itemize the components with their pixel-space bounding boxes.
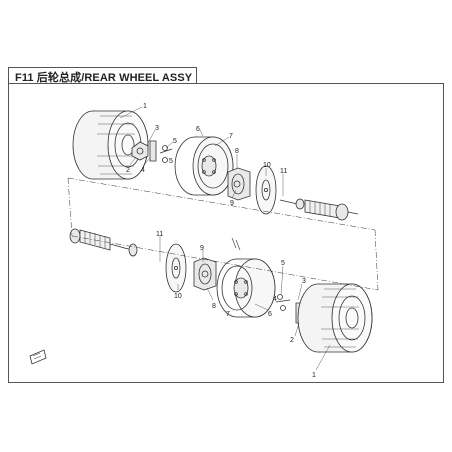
axle-lower xyxy=(69,228,138,257)
rim-upper xyxy=(174,136,234,196)
wheel-hub-upper xyxy=(227,167,251,201)
wheel-hub-lower xyxy=(193,257,217,291)
callout-6-lower: 6 xyxy=(268,311,272,318)
callout-2-lower: 2 xyxy=(290,337,294,344)
callout-4-upper: 4 xyxy=(141,167,145,174)
callout-4-lower: 4 xyxy=(273,296,277,303)
callout-7-lower: 7 xyxy=(226,311,230,318)
callout-11-upper: 11 xyxy=(280,168,287,175)
alignment-lines xyxy=(67,177,379,291)
callout-5b-upper: 5 xyxy=(169,158,173,165)
callout-6-upper: 6 xyxy=(196,126,200,133)
rim-lower xyxy=(216,258,276,318)
direction-badge-icon xyxy=(29,349,47,365)
callout-8-upper: 8 xyxy=(235,148,239,155)
brake-disc-upper xyxy=(255,165,277,215)
callout-1-upper: 1 xyxy=(143,103,147,110)
callout-7-upper: 7 xyxy=(229,133,233,140)
tire-upper-left xyxy=(72,110,149,180)
callout-5-upper: 5 xyxy=(173,138,177,145)
callout-11-lower: 11 xyxy=(156,231,163,238)
brake-disc-lower xyxy=(165,243,187,293)
callout-10-lower: 10 xyxy=(174,293,182,300)
diagram-title: F11 后轮总成/REAR WHEEL ASSY xyxy=(15,72,193,84)
tire-lower-right xyxy=(297,283,373,353)
axle-upper xyxy=(279,198,359,221)
callout-8-lower: 8 xyxy=(212,303,216,310)
callout-9-lower: 9 xyxy=(200,245,204,252)
callout-3-upper: 3 xyxy=(155,125,159,132)
hub-nut-upper xyxy=(131,140,173,163)
callout-2-upper: 2 xyxy=(126,167,130,174)
callout-9-upper: 9 xyxy=(230,200,234,207)
callout-5-lower: 5 xyxy=(281,260,285,267)
callout-10-upper: 10 xyxy=(263,162,271,169)
callout-1-lower: 1 xyxy=(312,372,316,379)
diagram-frame xyxy=(8,83,444,383)
callout-3-lower: 3 xyxy=(302,278,306,285)
leader-lines xyxy=(119,106,331,371)
